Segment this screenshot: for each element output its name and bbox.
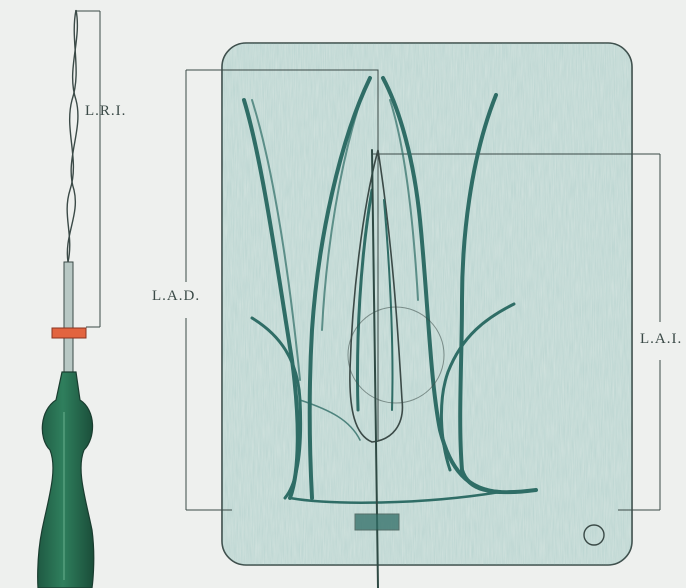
lri-measure-line xyxy=(76,11,100,327)
lri-label: L.R.I. xyxy=(85,103,126,120)
lai-label: L.A.I. xyxy=(640,331,682,348)
endodontic-file-icon xyxy=(38,10,94,588)
rubber-stop-icon xyxy=(52,328,86,338)
lad-label: L.A.D. xyxy=(152,288,200,305)
